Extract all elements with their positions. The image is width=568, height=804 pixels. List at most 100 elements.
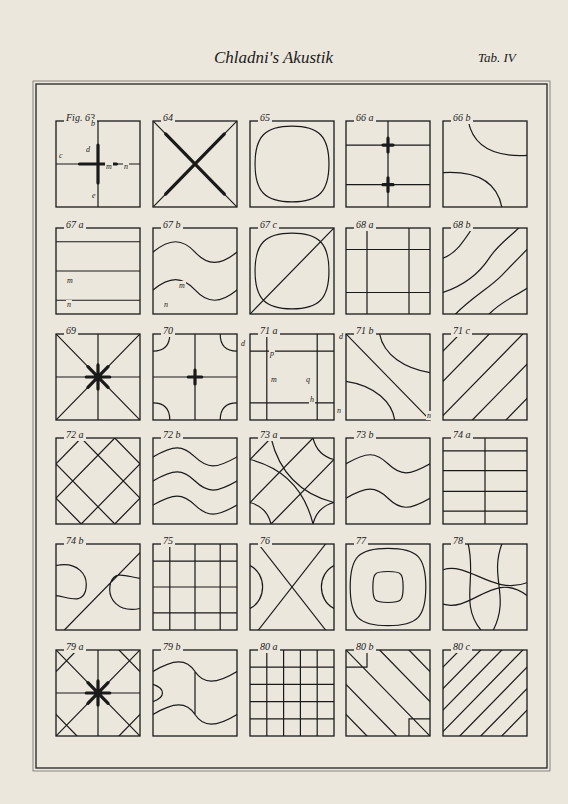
chladni-figure [346, 121, 430, 207]
nodal-lines [443, 121, 527, 207]
figure-letter: n [123, 162, 129, 171]
figure-number: 66 b [451, 112, 473, 124]
nodal-lines [346, 334, 430, 420]
figure-panel: 73 a [250, 424, 334, 524]
nodal-line [346, 455, 430, 507]
figure-letter: b [90, 119, 96, 128]
chladni-figure [56, 544, 140, 630]
figure-letter: n [336, 406, 342, 415]
figure-letter: m [66, 276, 74, 285]
chladni-figure [443, 228, 527, 314]
chladni-figure [153, 650, 237, 736]
figure-letter: e [91, 191, 97, 200]
nodal-line [250, 334, 334, 420]
figure-panel: 78 [443, 530, 527, 630]
chladni-figure [56, 121, 140, 207]
chladni-figure [443, 121, 527, 207]
nodal-line [56, 650, 140, 736]
plate-square [153, 544, 237, 630]
nodal-lines [443, 544, 527, 630]
nodal-line [56, 438, 140, 524]
chladni-figure [346, 650, 430, 736]
nodal-line [166, 134, 225, 194]
figure-number: 71 c [451, 325, 472, 337]
chladni-figure [153, 121, 237, 207]
nodal-line [56, 121, 140, 207]
plate-number: Tab. IV [478, 50, 516, 66]
nodal-lines [250, 650, 334, 736]
figure-panel: 66 a [346, 107, 430, 207]
plate-square [346, 228, 430, 314]
figure-panel: 67 c [250, 214, 334, 314]
figure-number: 75 [161, 535, 175, 547]
nodal-line [250, 228, 334, 314]
plate-square [56, 544, 140, 630]
nodal-line [443, 334, 527, 420]
nodal-line [346, 334, 430, 420]
figure-panel: 66 b [443, 107, 527, 207]
nodal-line [86, 681, 110, 705]
plate-square [443, 228, 527, 314]
figure-panel: 73 b [346, 424, 430, 524]
chladni-figure [56, 650, 140, 736]
nodal-lines [346, 228, 430, 314]
nodal-lines [56, 121, 140, 207]
figure-number: 71 b [354, 325, 376, 337]
figure-panel: 71 c [443, 320, 527, 420]
plate-square [346, 334, 430, 420]
plate-square [250, 228, 334, 314]
figure-number: 68 a [354, 219, 376, 231]
nodal-line [443, 544, 527, 630]
figure-number: 67 a [64, 219, 86, 231]
chladni-figure [443, 334, 527, 420]
figure-number: 74 b [64, 535, 86, 547]
figure-number: 80 a [258, 641, 280, 653]
chladni-figure [250, 334, 334, 420]
plate-square [443, 121, 527, 207]
figure-number: 80 c [451, 641, 472, 653]
nodal-lines [153, 448, 237, 514]
nodal-line [153, 242, 237, 300]
nodal-line [255, 126, 329, 202]
plate-square [56, 650, 140, 736]
figure-letter: m [178, 281, 186, 290]
nodal-line [350, 548, 426, 625]
nodal-line [80, 145, 117, 183]
figure-letter: d [338, 332, 344, 341]
chladni-figure [443, 544, 527, 630]
plate-square [250, 544, 334, 630]
chladni-figure [56, 334, 140, 420]
plate-square [56, 121, 140, 207]
nodal-line [250, 438, 334, 524]
nodal-line [383, 138, 393, 191]
nodal-lines [443, 650, 527, 736]
chladni-figure [443, 650, 527, 736]
nodal-line [56, 242, 140, 300]
nodal-lines [153, 334, 237, 420]
nodal-lines [350, 548, 426, 625]
figure-number: 79 b [161, 641, 183, 653]
chladni-figure [346, 438, 430, 524]
figure-number: 74 a [451, 429, 473, 441]
figure-number: 65 [258, 112, 272, 124]
figure-letter: n [66, 300, 72, 309]
figure-panel: 74 b [56, 530, 140, 630]
plate-square [56, 438, 140, 524]
chladni-figure [346, 228, 430, 314]
figure-number: 71 a [258, 325, 280, 337]
nodal-line [153, 121, 237, 207]
chladni-figure [250, 438, 334, 524]
plate-square [443, 650, 527, 736]
figure-number: 78 [451, 535, 465, 547]
figure-panel: 80 b [346, 636, 430, 736]
nodal-lines [153, 121, 237, 207]
chladni-figure [250, 544, 334, 630]
nodal-line [443, 438, 527, 524]
figure-letter: q [305, 375, 311, 384]
nodal-line [153, 662, 237, 724]
chladni-figure [250, 228, 334, 314]
plate-frame-outer [33, 81, 550, 771]
nodal-lines [56, 553, 140, 630]
nodal-lines [443, 334, 527, 420]
chladni-figure [153, 334, 237, 420]
